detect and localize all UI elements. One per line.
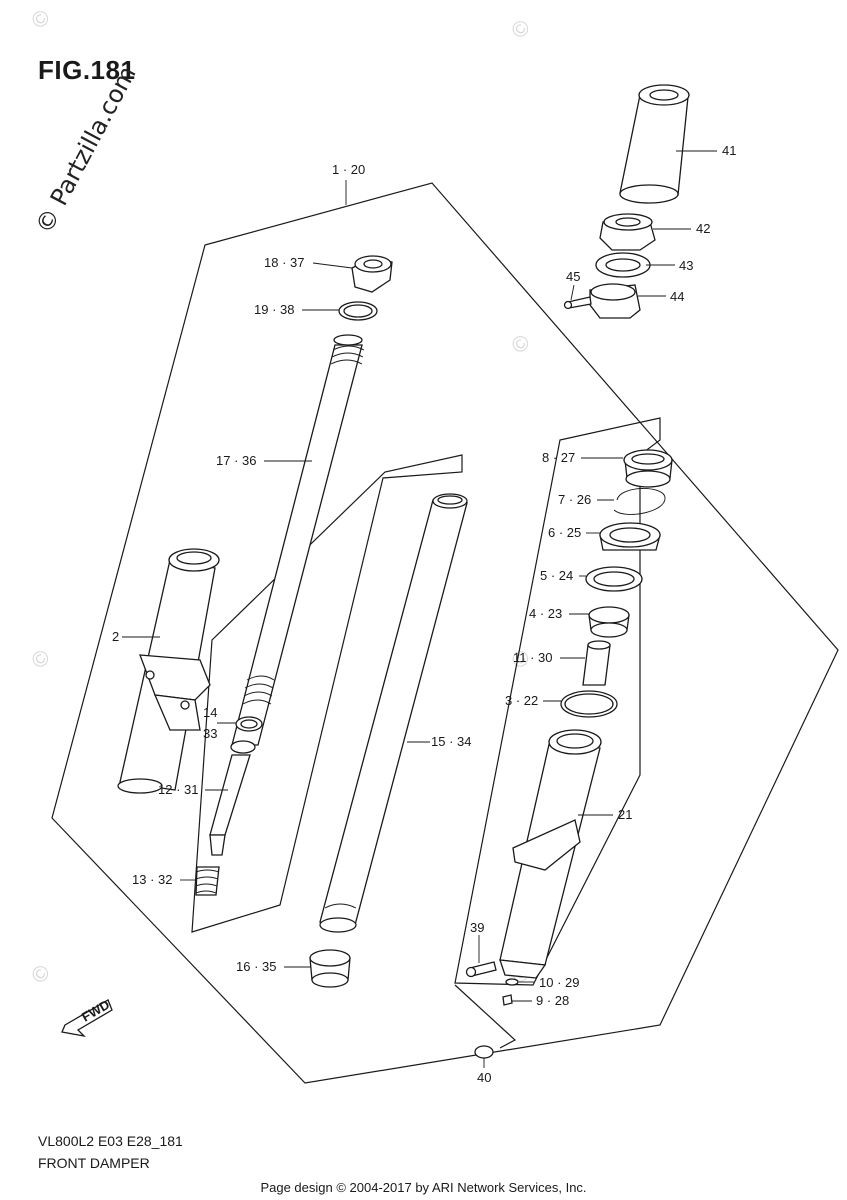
part-40-cap	[474, 1045, 494, 1059]
callout-16-35: 16 · 35	[236, 959, 276, 974]
part-44-clamp	[589, 283, 641, 319]
callout-42: 42	[696, 221, 710, 236]
callout-3-22: 3 · 22	[505, 693, 538, 708]
callout-19-38: 19 · 38	[254, 302, 294, 317]
part-39-bolt	[465, 961, 497, 978]
part-9-drain-screw	[502, 994, 513, 1006]
part-45-screw	[563, 296, 592, 310]
callout-7-26: 7 · 26	[558, 492, 591, 507]
callout-39: 39	[470, 920, 484, 935]
page-credit: Page design © 2004-2017 by ARI Network S…	[260, 1180, 587, 1195]
leader-lines	[122, 150, 717, 1068]
callout-1-20: 1 · 20	[332, 162, 365, 177]
callout-14: 14	[203, 705, 217, 720]
assembly-frame-right	[454, 417, 661, 986]
part-42-nut	[599, 213, 656, 251]
assembly-frame-left	[191, 454, 463, 933]
callout-44: 44	[670, 289, 684, 304]
callout-11-30: 11 · 30	[513, 650, 553, 665]
callout-33: 33	[203, 726, 217, 741]
part-7-stopper-ring	[613, 488, 666, 515]
part-8-dust-seal	[623, 449, 673, 488]
callout-6-25: 6 · 25	[548, 525, 581, 540]
callout-45: 45	[566, 269, 580, 284]
callout-labels: 1 · 20 2 3 · 22 4 · 23 5 · 24 6 · 25 7 ·…	[112, 143, 736, 1085]
callout-9-28: 9 · 28	[536, 993, 569, 1008]
callout-13-32: 13 · 32	[132, 872, 172, 887]
part-4-guide-bushing	[588, 606, 630, 638]
callout-15-34: 15 · 34	[431, 734, 471, 749]
bolt-frame	[454, 984, 517, 1049]
svg-text:©: ©	[506, 329, 535, 358]
callout-10-29: 10 · 29	[539, 975, 579, 990]
part-18-cap-bolt	[351, 255, 393, 293]
callout-41: 41	[722, 143, 736, 158]
part-19-o-ring	[338, 301, 378, 321]
assembly-name: FRONT DAMPER	[38, 1155, 150, 1171]
callout-18-37: 18 · 37	[264, 255, 304, 270]
callout-2: 2	[112, 629, 119, 644]
assembly-frame-outer	[51, 182, 839, 1084]
part-14-ring	[235, 716, 263, 732]
callout-8-27: 8 · 27	[542, 450, 575, 465]
svg-text:©: ©	[506, 14, 535, 43]
part-10-gasket	[505, 978, 519, 986]
svg-text:©: ©	[26, 4, 55, 33]
part-41-fork-boot	[619, 84, 690, 204]
part-5-washer	[585, 566, 643, 592]
callout-40: 40	[477, 1070, 491, 1085]
part-43-washer	[595, 252, 651, 278]
figure-title: FIG.181	[38, 55, 136, 85]
part-12-damper-rod	[209, 740, 256, 856]
part-6-oil-seal	[599, 522, 661, 551]
part-11-oil-lock-piece	[582, 640, 611, 686]
callout-12-31: 12 · 31	[158, 782, 198, 797]
callout-5-24: 5 · 24	[540, 568, 573, 583]
svg-text:©: ©	[26, 644, 55, 673]
callout-21: 21	[618, 807, 632, 822]
callout-17-36: 17 · 36	[216, 453, 256, 468]
part-17-fork-spring	[231, 334, 365, 746]
part-16-slide-bushing	[309, 949, 351, 988]
svg-text:©: ©	[26, 959, 55, 988]
part-21-right-outer-tube	[499, 729, 602, 979]
model-code: VL800L2 E03 E28_181	[38, 1133, 183, 1149]
part-3-snap-ring	[560, 690, 618, 718]
callout-43: 43	[679, 258, 693, 273]
callout-4-23: 4 · 23	[529, 606, 562, 621]
part-15-inner-tube	[319, 493, 468, 933]
fwd-arrow-icon: FWD	[61, 997, 113, 1038]
part-13-rebound-spring	[195, 866, 220, 896]
part-2-left-outer-tube	[117, 548, 220, 794]
